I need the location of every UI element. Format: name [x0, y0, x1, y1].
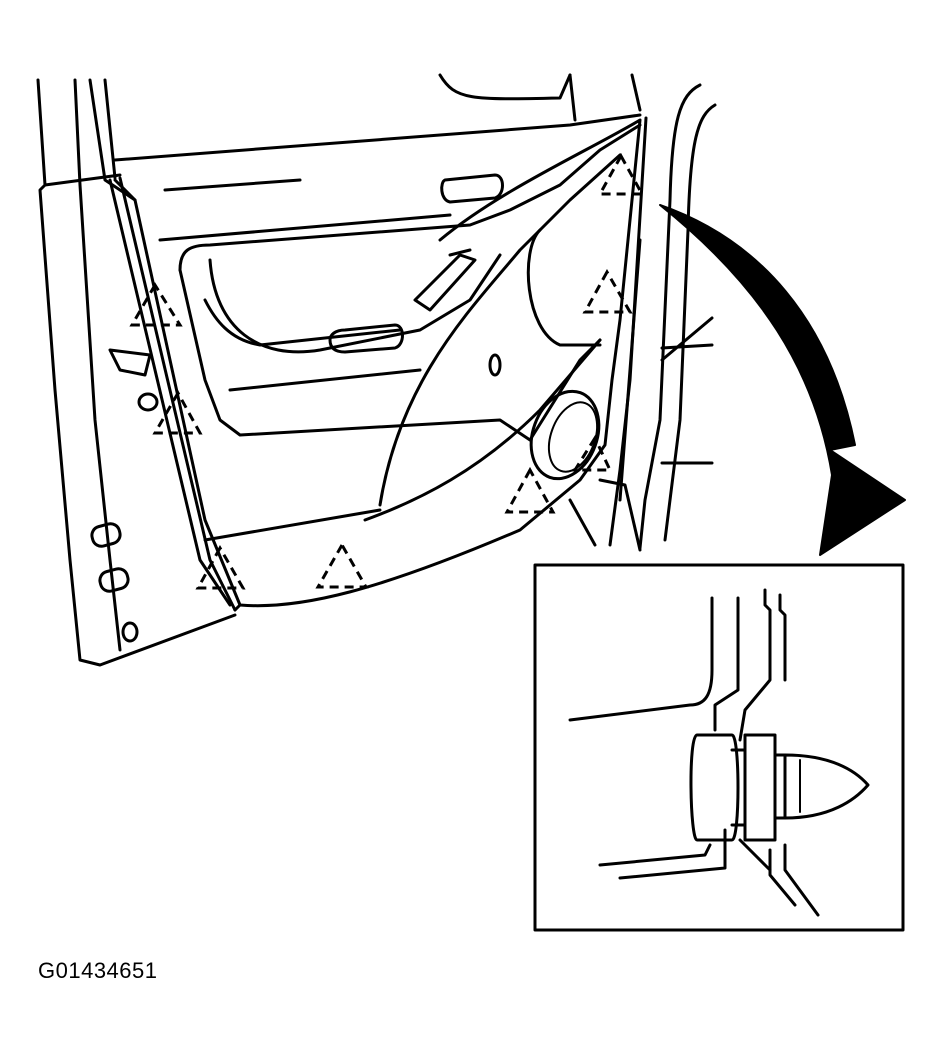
- clip-marker-triangle: [504, 466, 556, 514]
- speaker-grille: [529, 389, 601, 481]
- clip-marker-triangle: [315, 541, 369, 589]
- clip-marker-triangle: [582, 268, 633, 314]
- clip-location-markers: [129, 152, 645, 590]
- clip-marker-triangle: [597, 152, 645, 196]
- door-edge-holes: [90, 348, 159, 643]
- clip-marker-triangle: [152, 389, 203, 435]
- figure-id-label: G01434651: [38, 958, 158, 983]
- detail-arrow-icon: [659, 204, 906, 556]
- inside-door-handle: [440, 173, 504, 204]
- clip-marker-triangle: [129, 282, 183, 327]
- door-trim-panel: [113, 118, 642, 612]
- screw-hole: [488, 353, 502, 377]
- clip-marker-triangle: [572, 434, 613, 472]
- armrest-pull-handle: [208, 248, 502, 354]
- clip-marker-triangle: [195, 544, 246, 590]
- door-body-outline: [36, 73, 717, 667]
- clip-detail-inset: [533, 563, 905, 932]
